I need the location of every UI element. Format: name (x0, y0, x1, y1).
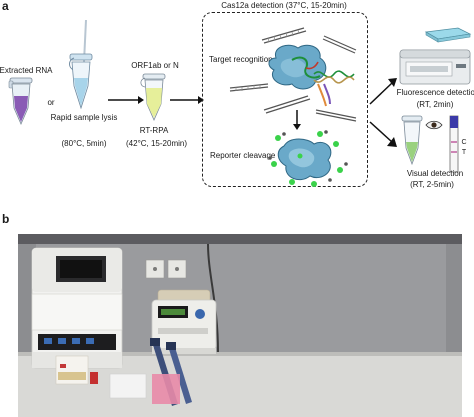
strip-control-label: C (461, 139, 467, 146)
rt-rpa-condition: (42°C, 15-20min) (126, 139, 187, 148)
cas12a-title: Cas12a detection (37°C, 15-20min) (221, 1, 347, 10)
eye-icon (425, 120, 443, 130)
rt-rpa-label: RT-RPA (139, 126, 169, 135)
fluorescence-reader-icon (399, 27, 472, 85)
reporter-cleavage-label: Reporter cleavage (210, 151, 276, 160)
rapid-lysis-label: Rapid sample lysis (50, 113, 118, 122)
panel-a-letter: a (2, 0, 9, 13)
cas12a-dna-illustration (229, 27, 357, 122)
arrow-to-rpa-icon (108, 96, 144, 104)
tube-bag-photo-icon (109, 373, 147, 399)
tube-rack-photo-icon (152, 374, 180, 404)
wall-outlets-icon (145, 259, 187, 279)
fluorescence-condition: (RT, 2min) (416, 100, 454, 109)
visual-tube-icon (401, 115, 423, 166)
reporter-cleavage-illustration (268, 130, 348, 187)
strip-test-label: T (461, 149, 467, 156)
visual-condition: (RT, 2-5min) (410, 180, 454, 189)
lateral-flow-strip-icon (449, 115, 459, 173)
kit-box-photo-icon (55, 355, 89, 385)
cleavage-arrow-icon (293, 110, 301, 130)
extracted-rna-label: Extracted RNA (0, 66, 53, 75)
fluorescence-detection-label: Fluorescence detection (396, 88, 474, 97)
arrow-to-cas12a-icon (170, 96, 204, 104)
photo-scene (18, 234, 462, 417)
visual-detection-label: Visual detection (406, 169, 464, 178)
lysis-tube-icon (69, 19, 93, 110)
cas12a-detection-box (202, 12, 368, 187)
target-gene-label: ORF1ab or N (131, 61, 179, 70)
or-label: or (47, 98, 55, 107)
rpa-tube-icon (140, 73, 166, 121)
heat-block-photo-icon (151, 289, 217, 354)
rapid-lysis-condition: (80°C, 5min) (61, 139, 107, 148)
fluorescence-reader-photo-icon (31, 247, 123, 369)
sample-tube-photo-icon (90, 372, 98, 384)
arrow-to-fluorescence-icon (369, 78, 397, 105)
target-recognition-label: Target recognition (209, 55, 273, 64)
instrument-photo (18, 234, 462, 417)
rna-tube-icon (8, 77, 33, 125)
panel-b-letter: b (2, 212, 10, 226)
arrow-to-visual-icon (369, 121, 397, 147)
